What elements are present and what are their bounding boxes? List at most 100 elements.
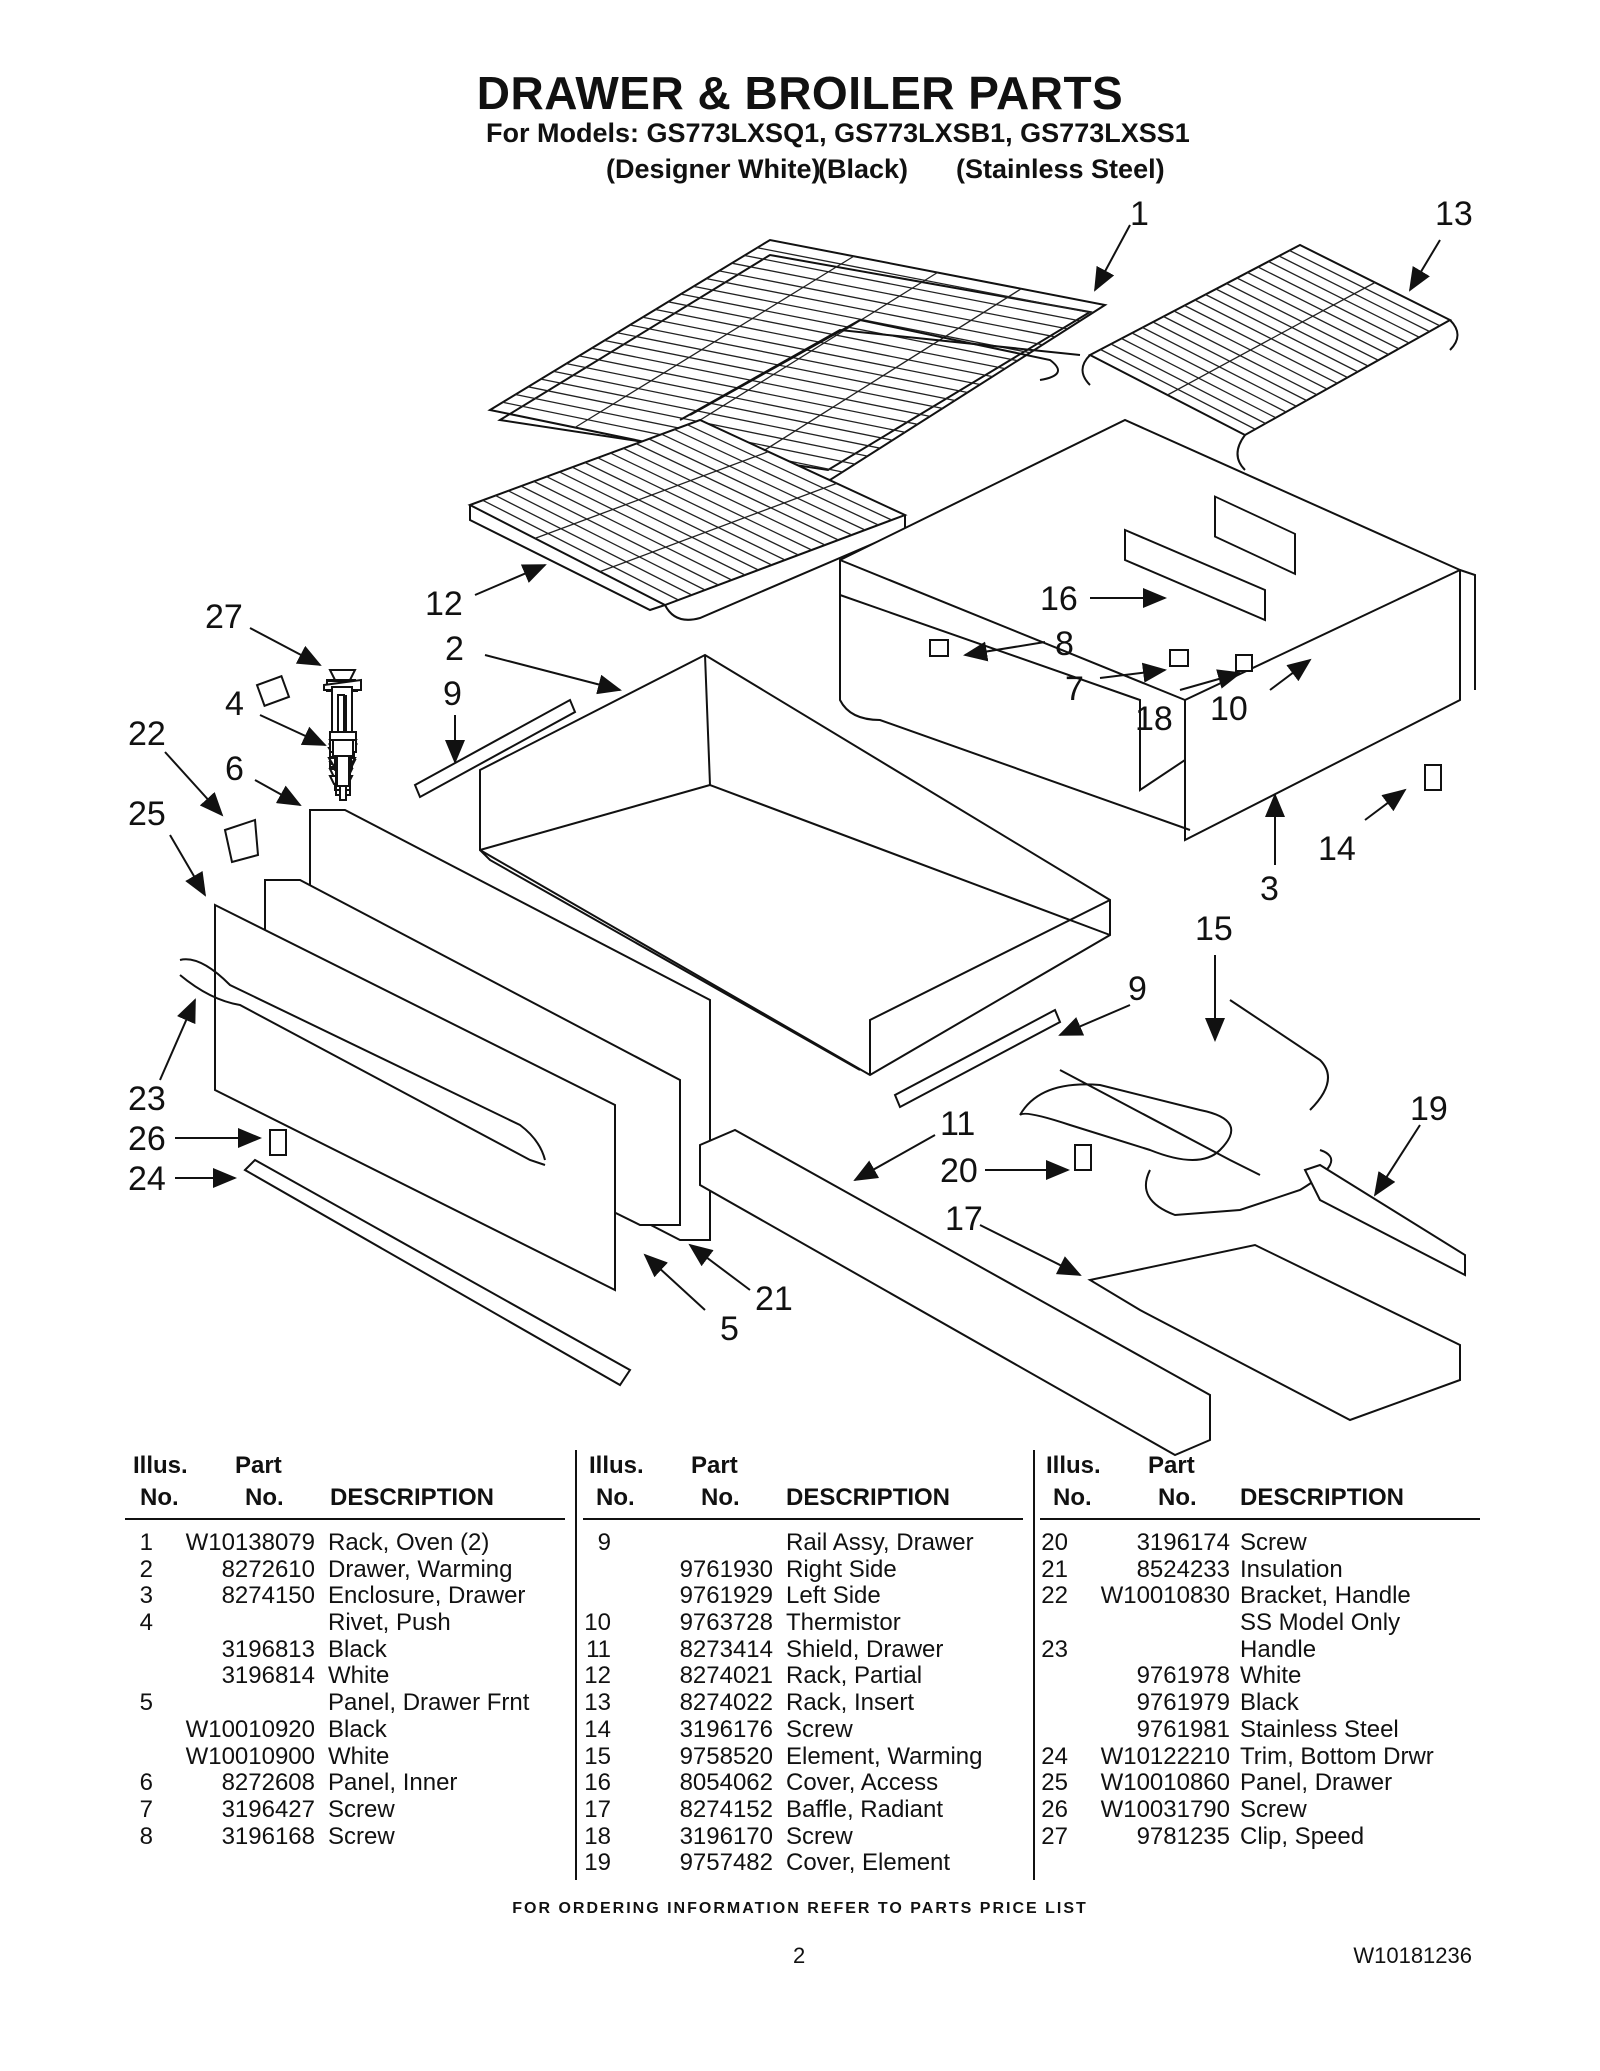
part-number: 3196427 bbox=[221, 1795, 315, 1823]
rack-wire bbox=[574, 255, 855, 429]
illus-number: 6 bbox=[139, 1769, 153, 1797]
table-row: 7 3196427 Screw bbox=[125, 1795, 565, 1824]
partial-rack-drawing bbox=[467, 418, 908, 621]
illus-number: 7 bbox=[139, 1795, 153, 1823]
part-description: Black bbox=[328, 1635, 387, 1663]
illus-number: 22 bbox=[1041, 1582, 1068, 1610]
rack-wire bbox=[584, 461, 786, 561]
insert-rack-drawing bbox=[1081, 243, 1459, 471]
part-number: 8054062 bbox=[679, 1769, 773, 1797]
part-number: 9761981 bbox=[1136, 1715, 1230, 1743]
callout-24: 24 bbox=[128, 1160, 166, 1198]
rack-wire bbox=[559, 471, 759, 571]
table-header: Illus. No. Part No. DESCRIPTION bbox=[583, 1448, 1023, 1520]
illus-number: 8 bbox=[139, 1822, 153, 1850]
callout-17: 17 bbox=[945, 1200, 983, 1238]
models-line: For Models: GS773LXSQ1, GS773LXSB1, GS77… bbox=[486, 118, 1190, 148]
illus-number: 15 bbox=[584, 1742, 611, 1770]
part-number: 9758520 bbox=[679, 1742, 773, 1770]
callout-16: 16 bbox=[1040, 580, 1078, 618]
part-number: 9761929 bbox=[679, 1582, 773, 1610]
illus-number: 26 bbox=[1041, 1795, 1068, 1823]
exploded-parts-diagram: 1 13 12 16 8 7 18 10 27 2 9 4 22 6 25 3 … bbox=[128, 195, 1476, 1457]
element-cover-drawing bbox=[1303, 1163, 1466, 1277]
callout-26: 26 bbox=[128, 1120, 166, 1158]
rack-wire bbox=[508, 490, 706, 591]
rack-wire bbox=[520, 485, 719, 586]
callout-7: 7 bbox=[1065, 670, 1084, 708]
table-divider-1 bbox=[575, 1450, 577, 1880]
table-header: Illus. No. Part No. DESCRIPTION bbox=[125, 1448, 565, 1520]
part-number: 9763728 bbox=[679, 1609, 773, 1637]
rack-wire bbox=[659, 271, 938, 446]
callout-12: 12 bbox=[425, 585, 463, 623]
drawer-front-drawing bbox=[179, 809, 711, 1292]
part-number: W10138079 bbox=[185, 1529, 315, 1556]
illus-number: 4 bbox=[139, 1609, 153, 1637]
illus-number: 13 bbox=[584, 1689, 611, 1717]
variant-stainless: (Stainless Steel) bbox=[956, 154, 1165, 184]
page-number: 2 bbox=[793, 1943, 806, 1968]
illus-number: 1 bbox=[139, 1529, 153, 1556]
part-number: 3196174 bbox=[1136, 1529, 1230, 1556]
illus-number: 11 bbox=[586, 1635, 611, 1663]
part-number: W10010920 bbox=[185, 1715, 315, 1743]
rack-wire bbox=[610, 452, 812, 551]
part-description: Screw bbox=[328, 1795, 395, 1823]
part-number: 8274021 bbox=[679, 1662, 773, 1690]
callout-22: 22 bbox=[128, 715, 166, 753]
variant-black: (Black) bbox=[818, 154, 909, 184]
rack-wire bbox=[546, 476, 746, 576]
part-number: 3196168 bbox=[221, 1822, 315, 1850]
rack-wire bbox=[648, 438, 852, 536]
part-number: W10010860 bbox=[1100, 1769, 1230, 1797]
part-description: Screw bbox=[786, 1822, 853, 1850]
rack-wire bbox=[482, 499, 679, 601]
part-description: White bbox=[328, 1742, 390, 1770]
part-number: 9761979 bbox=[1136, 1689, 1230, 1717]
callout-3: 3 bbox=[1260, 870, 1279, 908]
rack-wire bbox=[597, 457, 799, 556]
part-description: Stainless Steel bbox=[1240, 1715, 1399, 1743]
part-description: Screw bbox=[1240, 1795, 1307, 1823]
rack-wire bbox=[571, 466, 772, 566]
part-description: Panel, Drawer Frnt bbox=[328, 1689, 530, 1717]
callout-27: 27 bbox=[205, 598, 243, 636]
part-number: 9761930 bbox=[679, 1555, 773, 1583]
page-title: DRAWER & BROILER PARTS bbox=[476, 67, 1124, 119]
warming-drawer-drawing bbox=[479, 653, 1111, 1077]
part-description: Thermistor bbox=[786, 1609, 901, 1637]
callout-25: 25 bbox=[128, 795, 166, 833]
parts-table-col-1: Illus. No. Part No. DESCRIPTION 1 W101380… bbox=[125, 1448, 565, 1850]
illus-number: 25 bbox=[1041, 1769, 1068, 1797]
part-description: Rivet, Push bbox=[328, 1609, 451, 1637]
part-number: 8524233 bbox=[1136, 1555, 1230, 1583]
part-description: Insulation bbox=[1240, 1555, 1343, 1583]
part-number: W10122210 bbox=[1100, 1742, 1230, 1770]
illus-number: 24 bbox=[1041, 1742, 1068, 1770]
bottom-trim-drawing bbox=[243, 1158, 632, 1387]
part-number: 8274152 bbox=[679, 1795, 773, 1823]
part-description: White bbox=[1240, 1662, 1302, 1690]
rack-wire bbox=[533, 480, 732, 581]
part-description: Cover, Element bbox=[786, 1849, 951, 1877]
callout-6: 6 bbox=[225, 750, 244, 788]
